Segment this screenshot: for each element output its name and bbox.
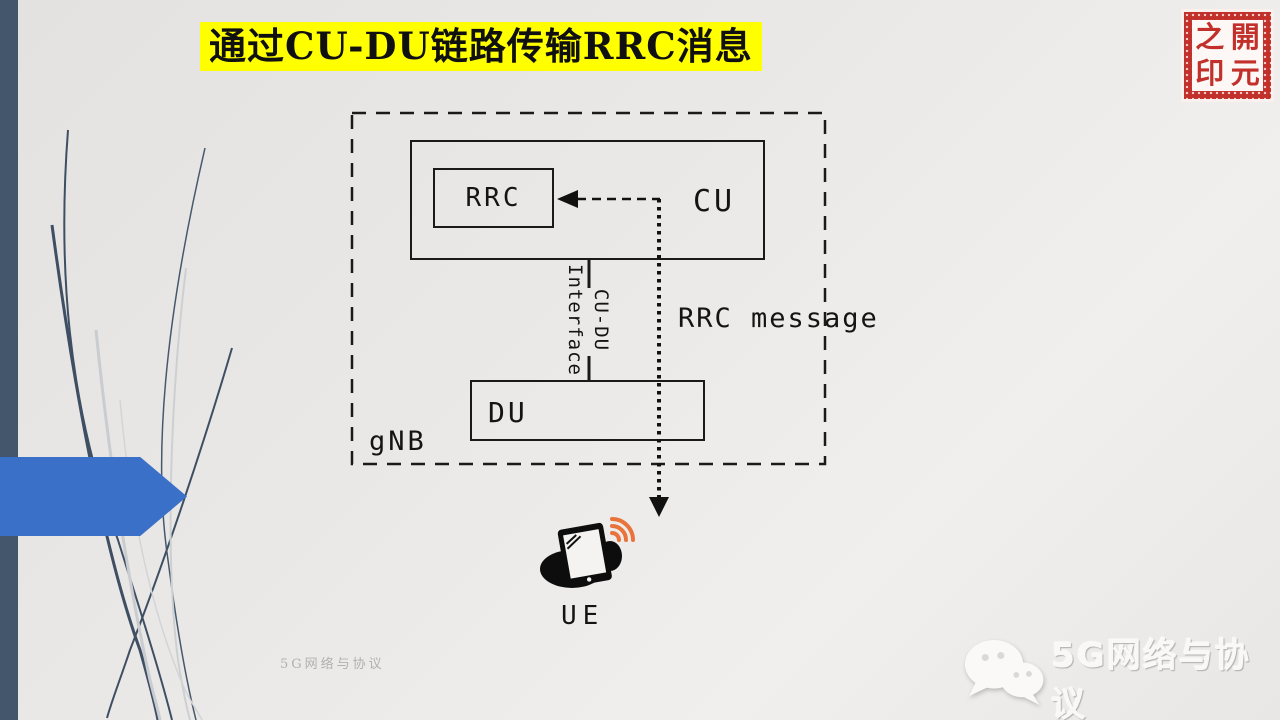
cu-du-interface-label: CU-DU Interface xyxy=(562,260,614,380)
wechat-label: 5G网络与协议 xyxy=(1051,636,1251,720)
seal-logo: 之 開 印 元 xyxy=(1181,9,1274,102)
left-accent-bar xyxy=(0,0,18,720)
ue-label: UE xyxy=(561,601,605,631)
cu-du-interface-line2: Interface xyxy=(564,264,586,376)
rrc-message-label: RRC message xyxy=(678,303,879,334)
blue-arrow-shape xyxy=(0,457,187,536)
watermark-left: 5G网络与协议 xyxy=(280,657,385,672)
slide-title: 通过CU-DU链路传输RRC消息 xyxy=(200,22,762,71)
seal-char-3: 印 xyxy=(1195,55,1225,90)
ue-device-icon xyxy=(540,517,635,588)
seal-char-4: 元 xyxy=(1230,55,1260,90)
seal-border-pattern: 之 開 印 元 xyxy=(1184,12,1271,99)
cu-du-interface-line1: CU-DU xyxy=(590,288,612,352)
wechat-brand: 5G网络与协议 xyxy=(962,620,1280,720)
rrc-label: RRC xyxy=(465,183,522,213)
du-label: DU xyxy=(488,396,528,429)
cu-label: CU xyxy=(693,184,736,219)
seal-char-1: 之 xyxy=(1195,20,1225,55)
down-arrowhead xyxy=(649,497,669,517)
wifi-waves-icon xyxy=(610,517,635,542)
wechat-icon xyxy=(964,640,1044,706)
gnb-label: gNB xyxy=(369,426,427,457)
seal-char-2: 開 xyxy=(1230,20,1260,55)
